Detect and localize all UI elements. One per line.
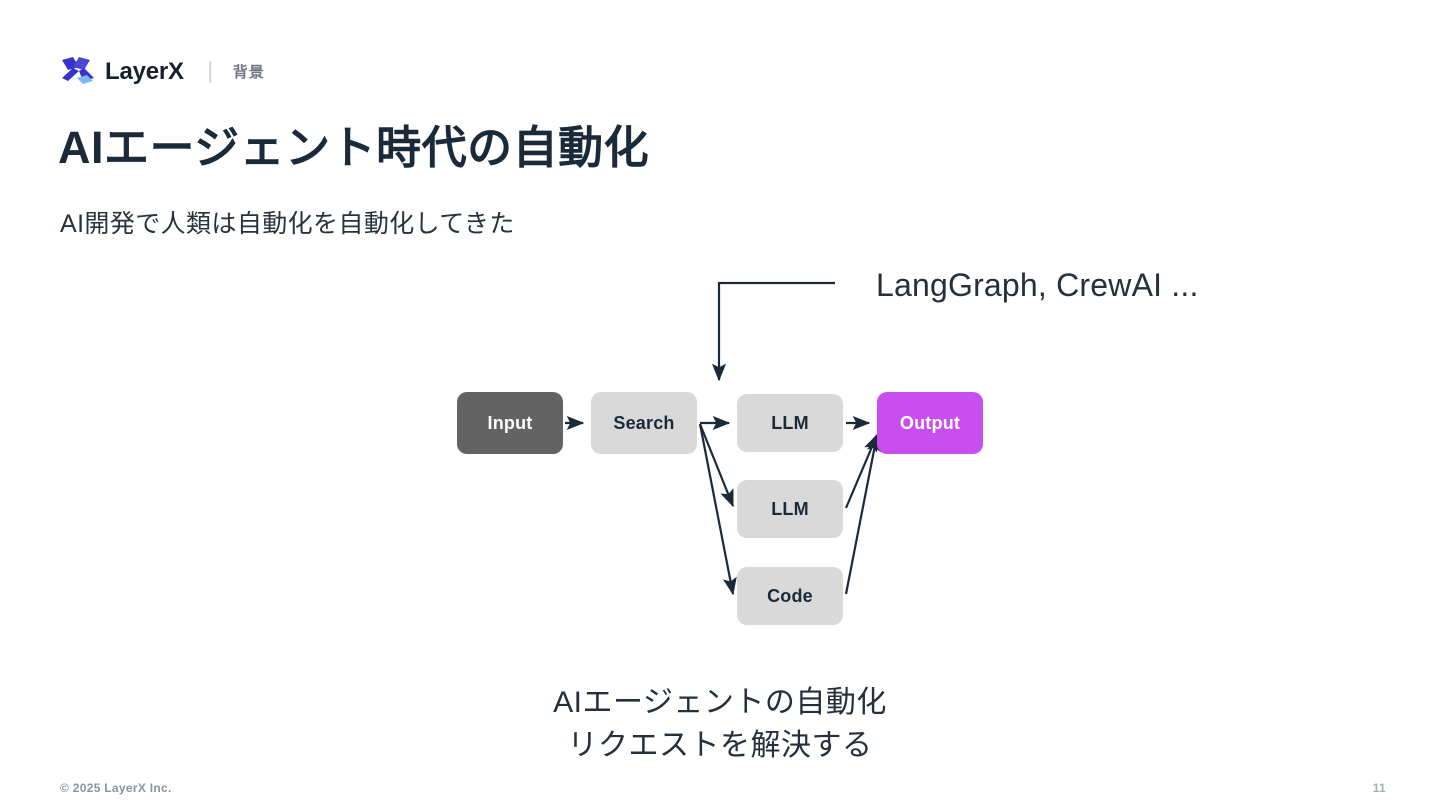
node-label: LLM: [771, 498, 809, 519]
section-label: 背景: [232, 63, 265, 81]
node-label: LLM: [771, 412, 809, 433]
caption-line-1: AIエージェントの自動化: [553, 686, 887, 719]
node-label: Input: [487, 412, 533, 433]
slide-header: LayerX 背景: [60, 56, 265, 88]
diagram-node-input[interactable]: Input: [457, 392, 563, 454]
logo-wordmark: LayerX: [105, 58, 184, 85]
diagram-node-llm-2[interactable]: LLM: [737, 480, 843, 538]
layerx-logo-icon: [60, 56, 96, 88]
node-label: Code: [767, 585, 813, 606]
diagram-node-search[interactable]: Search: [591, 392, 697, 454]
caption-line-2: リクエストを解決する: [567, 728, 873, 762]
node-label: Output: [899, 412, 961, 433]
diagram-annotation-frameworks: LangGraph, CrewAI ...: [876, 267, 1199, 303]
page-subtitle: AI開発で人類は自動化を自動化してきた: [60, 210, 515, 238]
page-title: AIエージェント時代の自動化: [58, 122, 650, 173]
node-label: Search: [613, 412, 675, 433]
footer-copyright: © 2025 LayerX Inc.: [60, 781, 172, 795]
footer-page-number: 11: [1372, 781, 1386, 795]
header-divider: [208, 61, 211, 83]
diagram-caption: AIエージェントの自動化 リクエストを解決する: [0, 682, 1440, 767]
diagram-node-code[interactable]: Code: [737, 567, 843, 625]
diagram-node-output[interactable]: Output: [877, 392, 983, 454]
diagram-node-llm-1[interactable]: LLM: [737, 394, 843, 452]
